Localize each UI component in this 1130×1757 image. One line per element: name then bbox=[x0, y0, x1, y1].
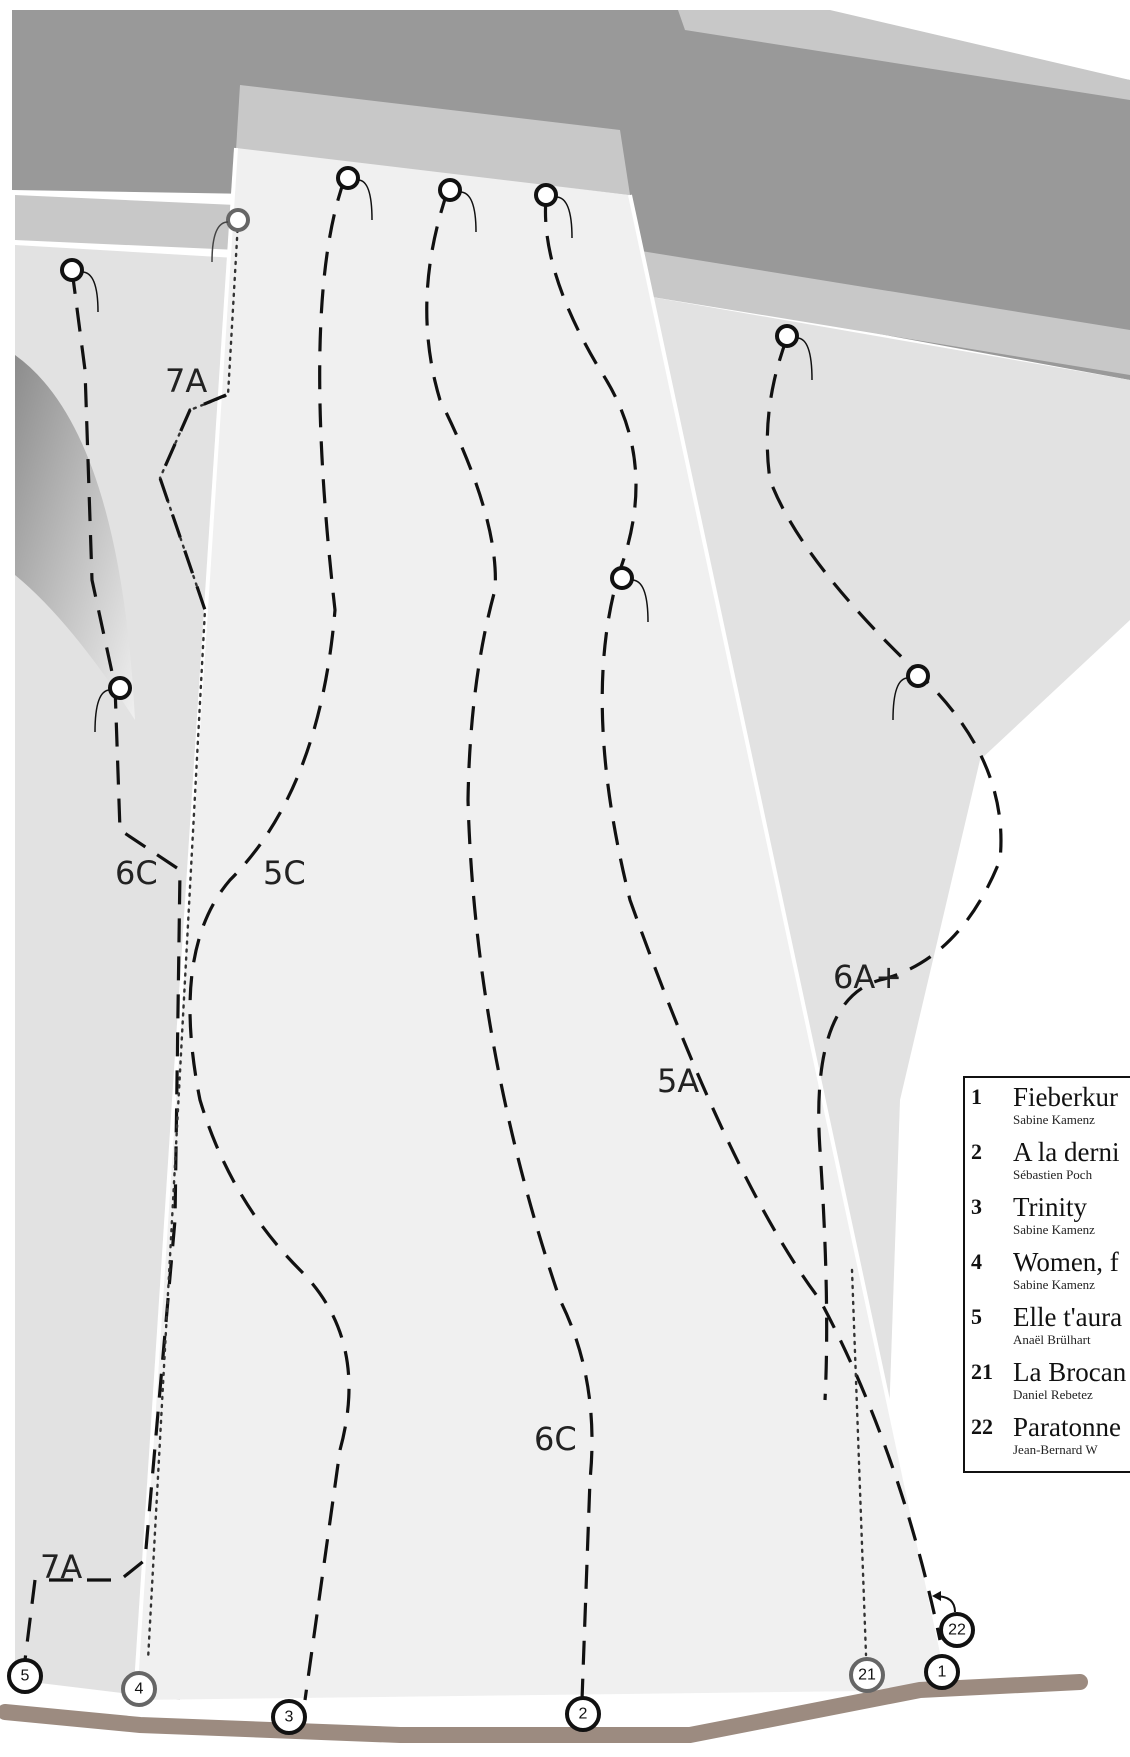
grade-5c: 5C bbox=[263, 854, 306, 892]
lower-arrow-icon bbox=[81, 271, 99, 313]
route-numbers: 5 4 3 2 21 1 22 bbox=[7, 1591, 975, 1735]
route-2-badge bbox=[565, 1696, 601, 1732]
grade-labels: 7A 6C 5C 5A 6A+ 6C 7A bbox=[40, 362, 902, 1586]
anchor-route-2 bbox=[438, 178, 462, 202]
legend-route-name: A la derni bbox=[1013, 1137, 1120, 1167]
main-face bbox=[135, 148, 950, 1700]
route-2-number: 2 bbox=[579, 1706, 588, 1723]
grade-6a-plus: 6A+ bbox=[833, 958, 902, 996]
rock-shapes bbox=[0, 10, 1130, 1743]
grade-5a: 5A bbox=[657, 1062, 699, 1100]
legend-number: 1 bbox=[971, 1084, 982, 1109]
route-22-number: 22 bbox=[948, 1622, 966, 1639]
face-edge-right bbox=[628, 194, 952, 1691]
legend-author: Anaël Brülhart bbox=[1013, 1332, 1091, 1347]
route-3-badge bbox=[271, 1699, 307, 1735]
route-3-path bbox=[188, 177, 351, 1701]
legend-author: Sabine Kamenz bbox=[1013, 1112, 1095, 1127]
legend-number: 21 bbox=[971, 1359, 993, 1384]
anchor-route-5 bbox=[60, 258, 84, 282]
routes bbox=[23, 177, 1003, 1701]
anchor-route-22 bbox=[775, 324, 799, 348]
route-7a-upper-path bbox=[158, 393, 227, 611]
legend-item: 21 La Brocan Daniel Rebetez bbox=[965, 1357, 1130, 1412]
legend-item: 22 Paratonne Jean-Bernard W bbox=[965, 1412, 1130, 1467]
route-22-path bbox=[765, 337, 1003, 1401]
lower-arrow-icon bbox=[459, 191, 477, 233]
route-21-badge bbox=[849, 1657, 885, 1693]
lower-arrow-icon bbox=[211, 221, 229, 263]
legend-route-name: La Brocan bbox=[1013, 1357, 1127, 1387]
legend-route-name: Women, f bbox=[1013, 1247, 1119, 1277]
legend-item: 4 Women, f Sabine Kamenz bbox=[965, 1247, 1130, 1302]
arrowhead-icon bbox=[932, 1591, 941, 1601]
grade-7a-top: 7A bbox=[165, 362, 207, 400]
route-2-path bbox=[425, 189, 594, 1701]
legend-number: 2 bbox=[971, 1139, 982, 1164]
anchor-route-6c bbox=[108, 676, 132, 700]
legend-route-name: Fieberkur bbox=[1013, 1082, 1118, 1112]
grade-6c-left: 6C bbox=[115, 854, 158, 892]
legend-number: 4 bbox=[971, 1249, 982, 1274]
roof-top-block bbox=[236, 85, 630, 195]
anchor-route-5a bbox=[610, 566, 634, 590]
route-5-badge bbox=[7, 1658, 43, 1694]
route-1-badge bbox=[924, 1654, 960, 1690]
legend-author: Jean-Bernard W bbox=[1013, 1442, 1098, 1457]
route-1-number: 1 bbox=[938, 1664, 947, 1681]
route-4-path bbox=[146, 220, 240, 1662]
route-5-number: 5 bbox=[21, 1668, 30, 1685]
grade-7a-bottom: 7A bbox=[40, 1548, 82, 1586]
grade-6c-center: 6C bbox=[534, 1420, 577, 1458]
legend-number: 22 bbox=[971, 1414, 993, 1439]
legend-author: Sébastien Poch bbox=[1013, 1167, 1093, 1182]
route-22-badge bbox=[939, 1612, 975, 1648]
anchor-route-4 bbox=[226, 208, 250, 232]
roof-band-right bbox=[678, 10, 1130, 100]
anchor-route-3 bbox=[336, 166, 360, 190]
anchor-route-1 bbox=[534, 183, 558, 207]
anchor-route-6a bbox=[906, 664, 930, 688]
legend-item: 5 Elle t'aura Anaël Brülhart bbox=[965, 1302, 1130, 1357]
legend-route-name: Elle t'aura bbox=[1013, 1302, 1123, 1332]
route-legend: 1 Fieberkur Sabine Kamenz 2 A la derni S… bbox=[963, 1076, 1130, 1473]
ledge-left bbox=[15, 195, 238, 250]
route-5-path bbox=[23, 269, 182, 1661]
route-1-path bbox=[543, 197, 942, 1641]
legend-item: 3 Trinity Sabine Kamenz bbox=[965, 1192, 1130, 1247]
legend-item: 2 A la derni Sébastien Poch bbox=[965, 1137, 1130, 1192]
anchors bbox=[60, 166, 930, 733]
legend-route-name: Paratonne bbox=[1013, 1412, 1121, 1442]
legend-author: Sabine Kamenz bbox=[1013, 1222, 1095, 1237]
legend-author: Sabine Kamenz bbox=[1013, 1277, 1095, 1292]
legend-route-name: Trinity bbox=[1013, 1192, 1088, 1222]
lower-arrow-icon bbox=[555, 196, 573, 239]
legend-number: 5 bbox=[971, 1304, 982, 1329]
route-4-badge bbox=[121, 1671, 157, 1707]
lower-arrow-icon bbox=[892, 677, 909, 721]
route-3-number: 3 bbox=[285, 1709, 294, 1726]
face-edge-left bbox=[133, 147, 238, 1701]
legend-author: Daniel Rebetez bbox=[1013, 1387, 1093, 1402]
route-21-number: 21 bbox=[858, 1667, 876, 1684]
ledge-right bbox=[635, 250, 1130, 375]
legend-number: 3 bbox=[971, 1194, 982, 1219]
lower-arrow-icon bbox=[357, 179, 373, 221]
route-4-number: 4 bbox=[135, 1681, 144, 1698]
left-shadow bbox=[15, 355, 135, 720]
lower-arrow-icon bbox=[631, 579, 649, 623]
lower-arrow-icon bbox=[94, 689, 111, 733]
route-21-path bbox=[850, 1268, 868, 1657]
lower-arrow-icon bbox=[796, 337, 813, 381]
legend-item: 1 Fieberkur Sabine Kamenz bbox=[965, 1082, 1130, 1137]
